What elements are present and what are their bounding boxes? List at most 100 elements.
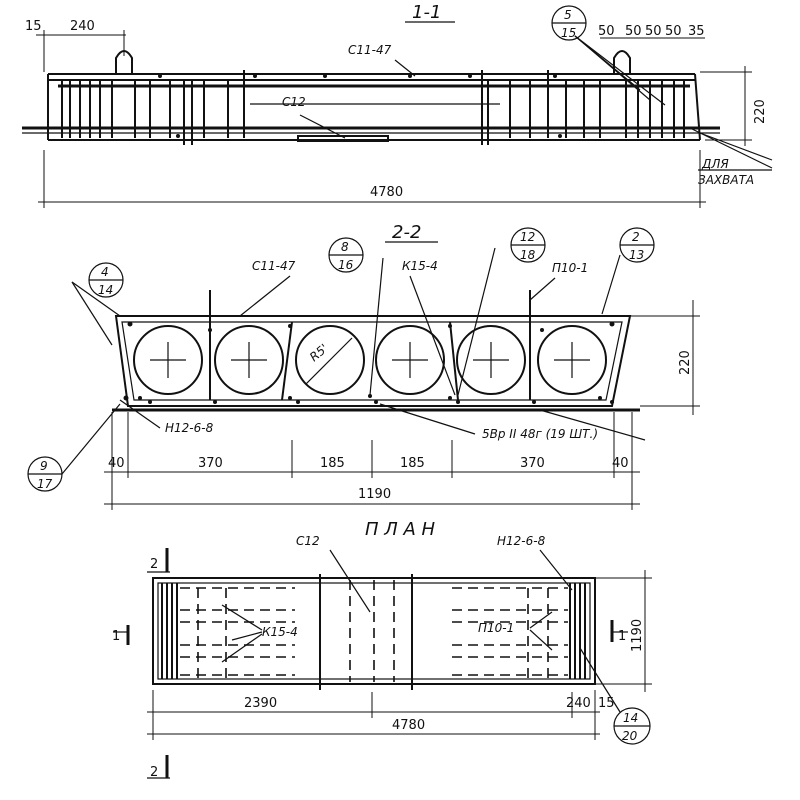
stirrups-right: [509, 70, 685, 138]
hollow-cores: [133, 325, 607, 395]
c12-bar: [297, 135, 389, 142]
dim-185-right: 185: [400, 456, 425, 471]
svg-text:15: 15: [561, 26, 576, 40]
svg-text:17: 17: [37, 477, 53, 491]
dim-40-right: 40: [612, 456, 629, 471]
dim-15-s1: 15: [25, 19, 42, 34]
rib-3: [449, 321, 459, 401]
c12-leader-plan: [329, 549, 371, 613]
bubble8-leader: [369, 257, 384, 396]
svg-text:20: 20: [622, 729, 638, 743]
hollow-core-1: [133, 325, 203, 395]
radius-arrow: [305, 337, 353, 385]
k15-leader-c: [221, 633, 263, 663]
svg-text:14: 14: [98, 283, 113, 297]
bubble14-leader: [579, 647, 621, 713]
dim-4780-plan: 4780: [392, 718, 425, 733]
rib-2: [281, 321, 293, 401]
bubble-9-17: 9 17: [27, 456, 63, 492]
c12-leader: [299, 114, 346, 139]
h12-leader-s2: [119, 399, 161, 429]
p10-leader-b: [529, 629, 553, 651]
svg-text:9: 9: [40, 459, 48, 473]
dim-15-plan: 15: [598, 696, 615, 711]
note-line1: ДЛЯ: [701, 157, 729, 171]
bubble-4-14: 4 14: [88, 262, 124, 298]
bubble-8-16: 8 16: [328, 237, 364, 273]
k15-leader-b: [231, 631, 263, 641]
label-p10-1-s2: П10-1: [552, 261, 588, 275]
bubble12-leader: [457, 247, 496, 396]
k15-leader-s2: [409, 275, 456, 396]
bubble-14-20: 14 20: [613, 707, 651, 745]
label-c12-plan: С12: [296, 534, 320, 548]
plan-end-bars-left: [161, 583, 178, 679]
section-2-title: 2-2: [392, 222, 421, 243]
plan-outline: [152, 577, 596, 685]
slab-section-inner: [121, 321, 623, 401]
label-k15-4-s2: К15-4: [402, 259, 438, 273]
label-wire-s2: 5Вр II 48г (19 ШТ.): [482, 427, 598, 441]
dim-370-left: 370: [198, 456, 223, 471]
spacing-1: 50: [598, 24, 615, 39]
hollow-core-2: [214, 325, 284, 395]
bubble-12-18: 12 18: [510, 227, 546, 263]
section-2-2: 2-2 R5': [27, 222, 700, 510]
stirrups-left: [61, 70, 245, 145]
note-line2: ЗАХВАТА: [698, 173, 754, 187]
label-p10-plan: П10-1: [478, 621, 514, 635]
wire-leader: [539, 409, 646, 441]
rebar-dots-1: [158, 74, 562, 138]
dim-40-left: 40: [108, 456, 125, 471]
lifting-loop-right: [613, 50, 631, 74]
plan-dashed-right: [452, 587, 568, 678]
spacing-2: 50: [625, 24, 642, 39]
label-h12-plan: Н12-6-8: [497, 534, 546, 548]
bubble-2-13: 2 13: [619, 227, 655, 263]
section-1-title: 1-1: [412, 2, 441, 23]
svg-text:8: 8: [341, 240, 349, 254]
dim-220-s1: 220: [753, 99, 768, 124]
plan-title: П Л А Н: [365, 519, 436, 540]
slab-right-end: [694, 73, 701, 141]
bubble5-leader-b: [574, 35, 651, 101]
bubble4-leader-b: [71, 281, 121, 317]
label-c11-47-s1: С11-47: [348, 43, 392, 57]
bubble5-leader-c: [574, 35, 666, 106]
dim-370-right: 370: [520, 456, 545, 471]
hollow-core-3: [295, 325, 365, 395]
note-leader: [699, 132, 773, 161]
label-k15-plan: К15-4: [262, 625, 298, 639]
wire-leader-2: [379, 403, 476, 435]
svg-text:12: 12: [520, 230, 535, 244]
svg-text:13: 13: [629, 248, 644, 262]
plan-dashed-left: [180, 587, 295, 678]
spacing-5: 35: [688, 24, 705, 39]
dim-1190-plan: 1190: [630, 619, 645, 652]
svg-text:16: 16: [338, 258, 354, 272]
hollow-core-5: [456, 325, 526, 395]
note-leader-2: [689, 127, 773, 169]
dim-1190-s2: 1190: [358, 487, 391, 502]
dim-240-s1: 240: [70, 19, 95, 34]
label-h12-6-8-s2: Н12-6-8: [165, 421, 214, 435]
c11-leader-s1: [394, 59, 416, 77]
dim-2390-plan: 2390: [244, 696, 277, 711]
svg-text:14: 14: [623, 711, 638, 725]
rebar-dots-2: [123, 321, 615, 404]
plan-view: П Л А Н 2 2 1 1: [112, 519, 652, 780]
p10-leader-a: [529, 611, 553, 629]
p10-leader-s2: [529, 277, 556, 301]
bubble4-leader-a: [71, 281, 113, 346]
plan-end-bars-right: [569, 583, 586, 679]
cut-2-bottom: 2: [150, 765, 158, 780]
hollow-core-4: [375, 325, 445, 395]
c11-leader-s2: [239, 275, 291, 317]
label-c11-47-s2: С11-47: [252, 259, 296, 273]
svg-text:18: 18: [520, 248, 536, 262]
dim-240-plan: 240: [566, 696, 591, 711]
dim-185-left: 185: [320, 456, 345, 471]
bubble9-leader: [61, 403, 121, 475]
label-radius: R5': [307, 341, 331, 364]
